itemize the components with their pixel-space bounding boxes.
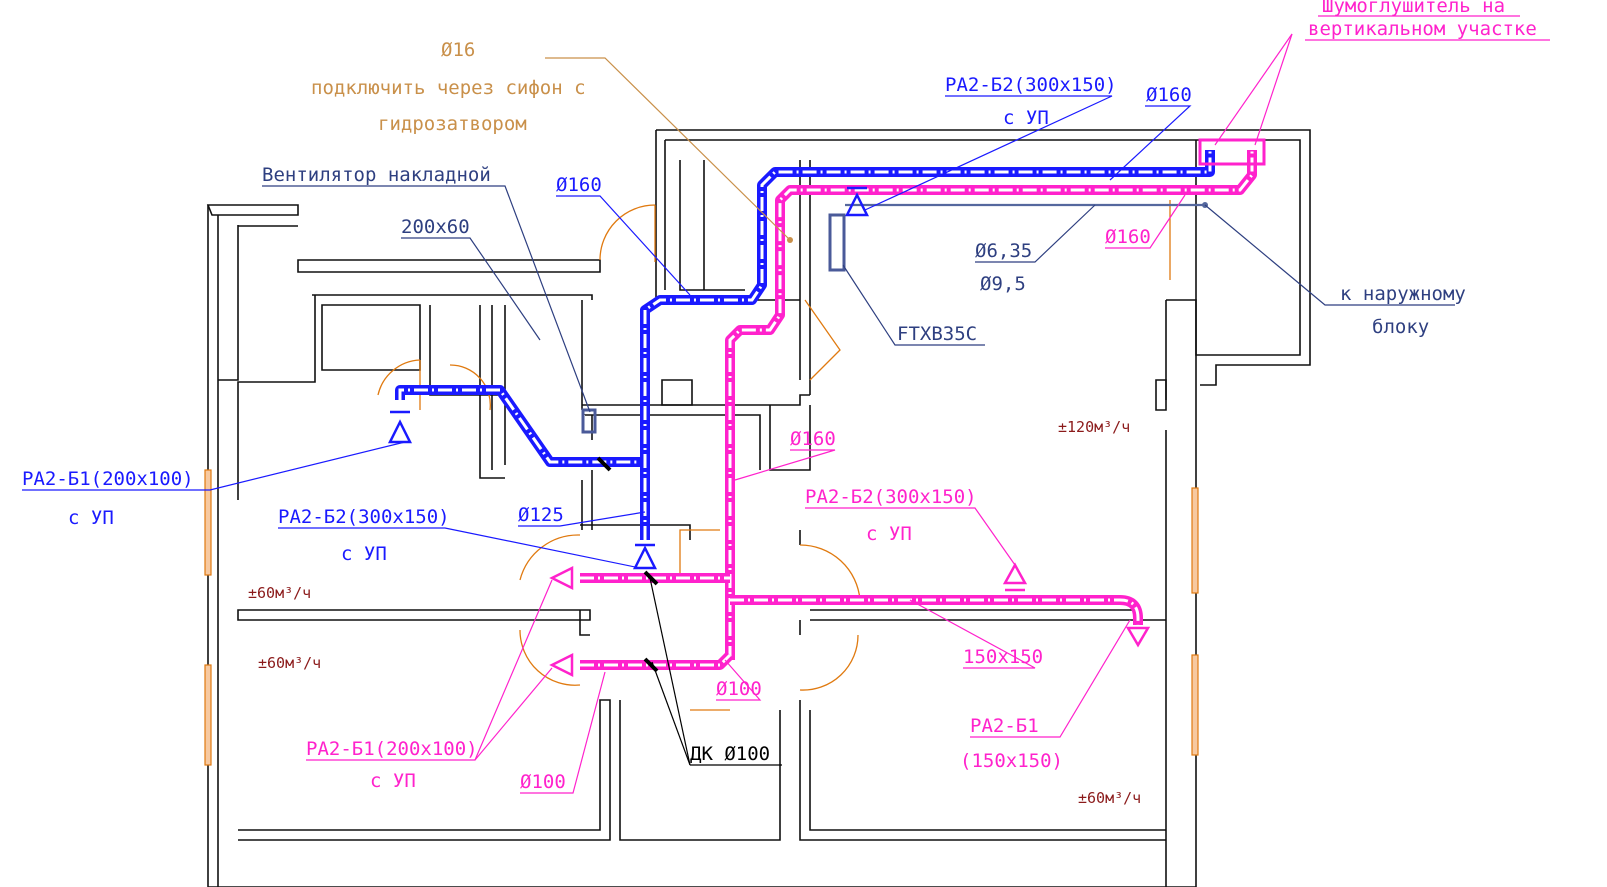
exhaust-fan[interactable] (520, 335, 597, 434)
leader-lines (22, 15, 1550, 794)
silencer-label-line2: вертикальном участке (1308, 18, 1537, 40)
magenta-grille-note: с УП (866, 523, 912, 545)
pipe-9-5: Ø9,5 (980, 273, 1026, 295)
bottom-grille-name: PA2-Б1(200x100) (306, 738, 478, 760)
grille-pa2-b1-lower-left[interactable] (549, 652, 574, 678)
diameter-125: Ø125 (518, 504, 564, 526)
flow-right-room: ±120м³/ч (1058, 418, 1130, 436)
left-grille-name: PA2-Б1(200x100) (22, 468, 194, 490)
mid-grille-name: PA2-Б2(300x150) (278, 506, 450, 528)
flow-right-bottom: ±60м³/ч (1078, 789, 1141, 807)
outdoor-unit-line2: блоку (1372, 316, 1429, 338)
indoor-unit-ftxb35c[interactable] (828, 213, 846, 272)
bottom-grille-note: с УП (370, 770, 416, 792)
drain-note-line2: гидрозатвором (378, 113, 527, 135)
drain-note-line1: подключить через сифон с (311, 77, 586, 99)
drain-diameter: Ø16 (441, 39, 475, 61)
grille-pa2-b2-mid[interactable] (632, 545, 658, 570)
top-grille-note: с УП (1003, 107, 1049, 129)
diameter-100-mid: Ø100 (716, 678, 762, 700)
annotations: Шумоглушитель на вертикальном участке Ø1… (22, 0, 1537, 807)
grille-pa2-b1-left[interactable] (387, 419, 413, 444)
right-grille-name: PA2-Б1 (970, 715, 1039, 737)
doors-windows (204, 200, 1199, 766)
grille-pa2-b2-magenta[interactable] (1002, 562, 1028, 585)
refrigerant-pipes (845, 202, 1208, 208)
flow-left-top: ±60м³/ч (248, 584, 311, 602)
magenta-diameter-160-top: Ø160 (1105, 226, 1151, 248)
grille-pa2-b2-top[interactable] (844, 192, 870, 217)
return-duct-network (580, 138, 1266, 670)
top-diameter-160: Ø160 (1146, 84, 1192, 106)
damper-label: ДК Ø100 (690, 743, 770, 765)
magenta-diameter-160-mid: Ø160 (790, 428, 836, 450)
duct-150x150: 150x150 (963, 646, 1043, 668)
grille-pa2-b1-upper-left[interactable] (549, 565, 574, 591)
right-grille-size: (150x150) (960, 750, 1063, 772)
mid-grille-note: с УП (341, 543, 387, 565)
outdoor-unit-line1: к наружному (1340, 283, 1466, 305)
unit-model-label: FTXB35C (897, 323, 977, 345)
fan-label: Вентилятор накладной (262, 164, 491, 186)
silencer-label-line1: Шумоглушитель на (1322, 0, 1505, 17)
duct-200x60: 200x60 (401, 216, 470, 238)
pipe-6-35: Ø6,35 (975, 240, 1032, 262)
grilles (387, 186, 1151, 678)
grille-pa2-b1-right[interactable] (1125, 626, 1151, 648)
flow-left-bottom: ±60м³/ч (258, 654, 321, 672)
magenta-grille-name: PA2-Б2(300x150) (805, 486, 977, 508)
left-grille-note: с УП (68, 507, 114, 529)
blue-diameter-160: Ø160 (556, 174, 602, 196)
diameter-100-bottom: Ø100 (520, 771, 566, 793)
supply-duct-network (395, 150, 1215, 540)
top-grille-name: PA2-Б2(300x150) (945, 74, 1117, 96)
